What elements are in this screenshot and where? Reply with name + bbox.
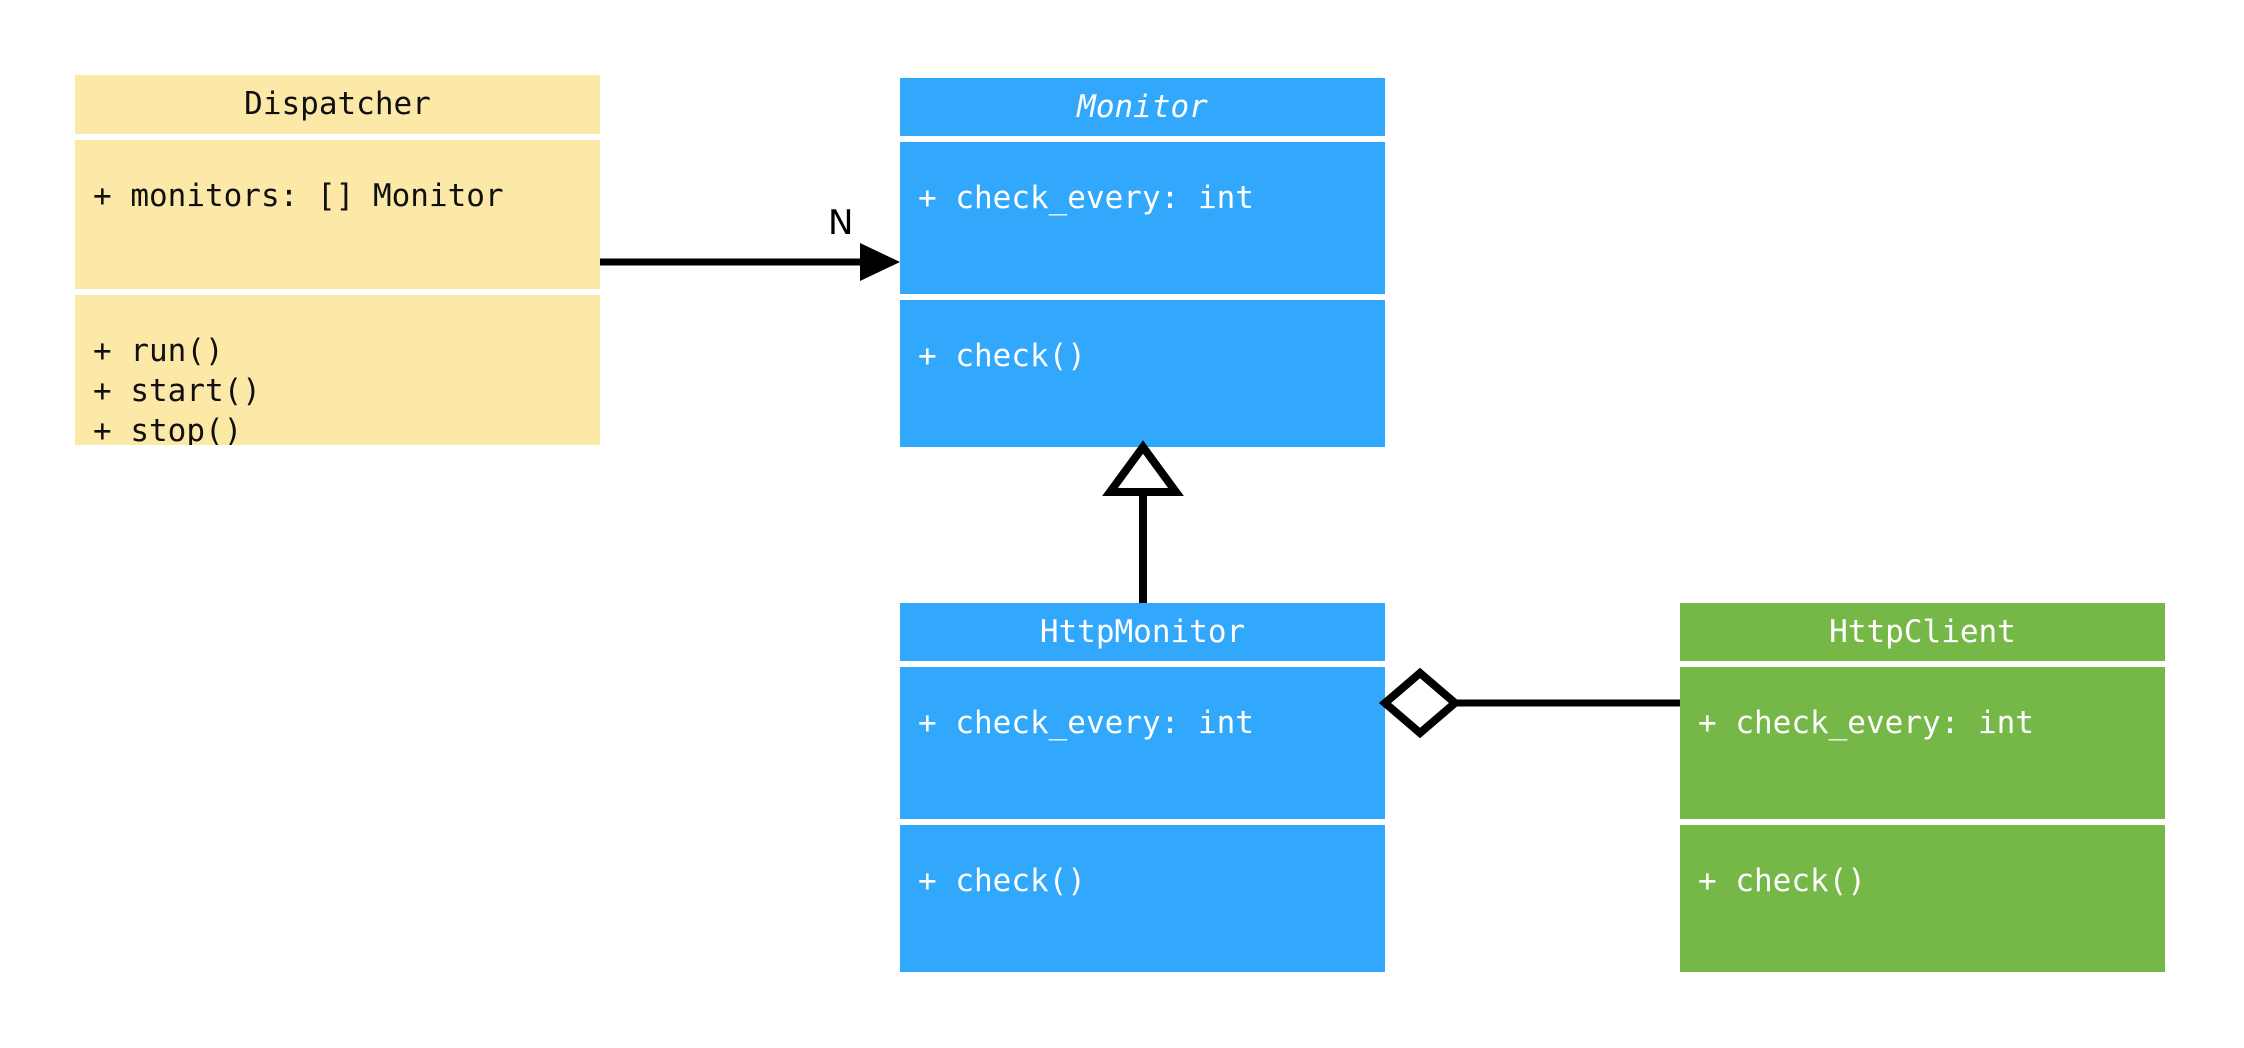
relation-http-monitor-to-http-client [1378,667,1680,739]
relation-dispatcher-to-monitor [600,243,900,281]
arrowhead-icon [860,243,900,281]
edge-label-dispatcher-monitor-multiplicity: N [828,203,854,243]
monitor-attributes-compartment: + check_every: int [900,142,1385,294]
http-monitor-title-compartment: HttpMonitor [900,603,1385,661]
class-box-monitor[interactable]: Monitor + check_every: int + check() [900,78,1385,447]
http-monitor-class-name: HttpMonitor [1039,613,1246,650]
monitor-methods-compartment: + check() [900,300,1385,447]
http-monitor-methods-compartment: + check() [900,825,1385,972]
http-monitor-attributes-compartment: + check_every: int [900,667,1385,819]
monitor-attribute-check-every: + check_every: int [918,180,1254,216]
dispatcher-attributes-compartment: + monitors: [] Monitor [75,139,600,289]
http-client-attribute-check-every: + check_every: int [1698,705,2034,741]
dispatcher-method-run: + run() [93,332,224,369]
dispatcher-attribute-monitors: + monitors: [] Monitor [93,177,504,214]
http-client-class-name: HttpClient [1829,613,2016,650]
http-client-method-check: + check() [1698,863,1866,899]
dispatcher-title-compartment: Dispatcher [75,75,600,134]
http-client-title-compartment: HttpClient [1680,603,2165,661]
monitor-divider-1 [900,136,1385,142]
dispatcher-divider-2 [75,288,600,295]
monitor-divider-2 [900,294,1385,300]
http-client-methods-compartment: + check() [1680,825,2165,972]
http-monitor-divider-1 [900,661,1385,667]
monitor-class-name: Monitor [1077,88,1208,125]
dispatcher-method-start: + start() [93,372,261,409]
dispatcher-methods-compartment: + run() + start() + stop() [75,294,600,445]
dispatcher-method-stop: + stop() [93,412,243,445]
hollow-diamond-icon [1378,667,1462,739]
class-box-dispatcher[interactable]: Dispatcher + monitors: [] Monitor + run(… [75,75,600,445]
monitor-title-compartment: Monitor [900,78,1385,136]
http-monitor-method-check: + check() [918,863,1086,899]
class-box-http-monitor[interactable]: HttpMonitor + check_every: int + check() [900,603,1385,972]
monitor-method-check: + check() [918,338,1086,374]
http-monitor-divider-2 [900,819,1385,825]
class-box-http-client[interactable]: HttpClient + check_every: int + check() [1680,603,2165,972]
dispatcher-class-name: Dispatcher [244,86,431,123]
dispatcher-divider-1 [75,133,600,140]
http-monitor-attribute-check-every: + check_every: int [918,705,1254,741]
http-client-divider-2 [1680,819,2165,825]
hollow-triangle-icon [1102,440,1184,496]
http-client-attributes-compartment: + check_every: int [1680,667,2165,819]
http-client-divider-1 [1680,661,2165,667]
relation-http-monitor-to-monitor [1102,440,1184,603]
